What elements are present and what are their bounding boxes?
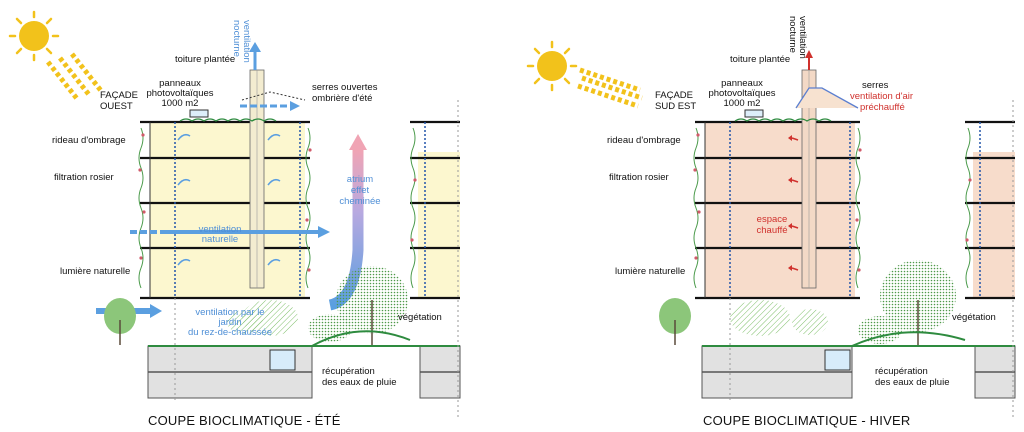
winter-panels-line1: panneaux — [721, 78, 763, 89]
winter-panels-line3: 1000 m2 — [724, 98, 761, 109]
basement — [147, 345, 461, 399]
summer-panels-line2: photovoltaïques — [146, 88, 213, 99]
summer-light-label: lumière naturelle — [60, 266, 130, 277]
sun-icon — [526, 40, 643, 109]
winter-night-vent-line1: ventilation — [797, 16, 808, 59]
summer-building-right — [418, 152, 460, 298]
winter-rain-line1: récupération — [875, 366, 928, 377]
summer-garden-vent-line2: jardin — [217, 317, 241, 328]
summer-facade-line2: OUEST — [100, 101, 133, 112]
summer-shade-label: rideau d'ombrage — [52, 135, 126, 146]
winter-greenhouse-line2: ventilation d'air — [850, 91, 913, 102]
winter-building-right — [973, 152, 1015, 298]
summer-night-vent-line2: nocturne — [231, 20, 242, 57]
rain-tank — [269, 349, 296, 371]
winter-night-vent-line2: nocturne — [787, 16, 798, 53]
summer-greenhouse-line2: ombrière d'été — [312, 93, 372, 104]
summer-garden-vent-line3: du rez-de-chaussée — [188, 327, 272, 338]
summer-night-vent-line1: ventilation — [241, 20, 252, 63]
winter-greenhouse-line1: serres — [862, 80, 889, 91]
summer-natural-vent-line2: naturelle — [202, 234, 238, 245]
summer-atrium-line2: effet — [351, 185, 370, 196]
summer-panels-line1: panneaux — [159, 78, 201, 89]
summer-garden-vent-line1: ventilation par le — [195, 307, 264, 318]
summer-vegetation — [104, 266, 411, 347]
winter-section — [526, 40, 1016, 420]
basement — [701, 345, 1016, 399]
winter-facade-line1: FAÇADE — [655, 90, 693, 101]
winter-vegetation — [659, 260, 966, 347]
summer-rain-line2: des eaux de pluie — [322, 377, 396, 388]
summer-atrium-line3: cheminée — [339, 196, 380, 207]
summer-building — [150, 122, 305, 298]
winter-heated-line1: espace — [757, 214, 788, 225]
winter-greenhouse-line3: préchauffé — [860, 102, 905, 113]
winter-facade-line2: SUD EST — [655, 101, 696, 112]
summer-roof-label: toiture plantée — [175, 54, 235, 65]
summer-panels-line3: 1000 m2 — [162, 98, 199, 109]
winter-title: COUPE BIOCLIMATIQUE - HIVER — [703, 413, 910, 428]
summer-greenhouse-line1: serres ouvertes — [312, 82, 378, 93]
sun-icon — [8, 10, 104, 102]
summer-rain-line1: récupération — [322, 366, 375, 377]
summer-facade-line1: FAÇADE — [100, 90, 138, 101]
winter-shade-label: rideau d'ombrage — [607, 135, 681, 146]
winter-panels-line2: photovoltaïques — [708, 88, 775, 99]
summer-section — [8, 10, 461, 420]
winter-filtration-label: filtration rosier — [609, 172, 669, 183]
summer-title: COUPE BIOCLIMATIQUE - ÉTÉ — [148, 413, 341, 428]
summer-natural-vent-line1: ventilation — [199, 224, 242, 235]
rain-tank — [824, 349, 851, 371]
summer-atrium-line1: atrium — [347, 174, 373, 185]
winter-heated-line2: chauffé — [757, 225, 788, 236]
summer-filtration-label: filtration rosier — [54, 172, 114, 183]
winter-light-label: lumière naturelle — [615, 266, 685, 277]
winter-rain-line2: des eaux de pluie — [875, 377, 949, 388]
winter-vegetation-label: végétation — [952, 312, 996, 323]
summer-vegetation-label: végétation — [398, 312, 442, 323]
winter-roof-label: toiture plantée — [730, 54, 790, 65]
winter-warm-arrows — [788, 50, 813, 271]
winter-building — [705, 122, 855, 298]
